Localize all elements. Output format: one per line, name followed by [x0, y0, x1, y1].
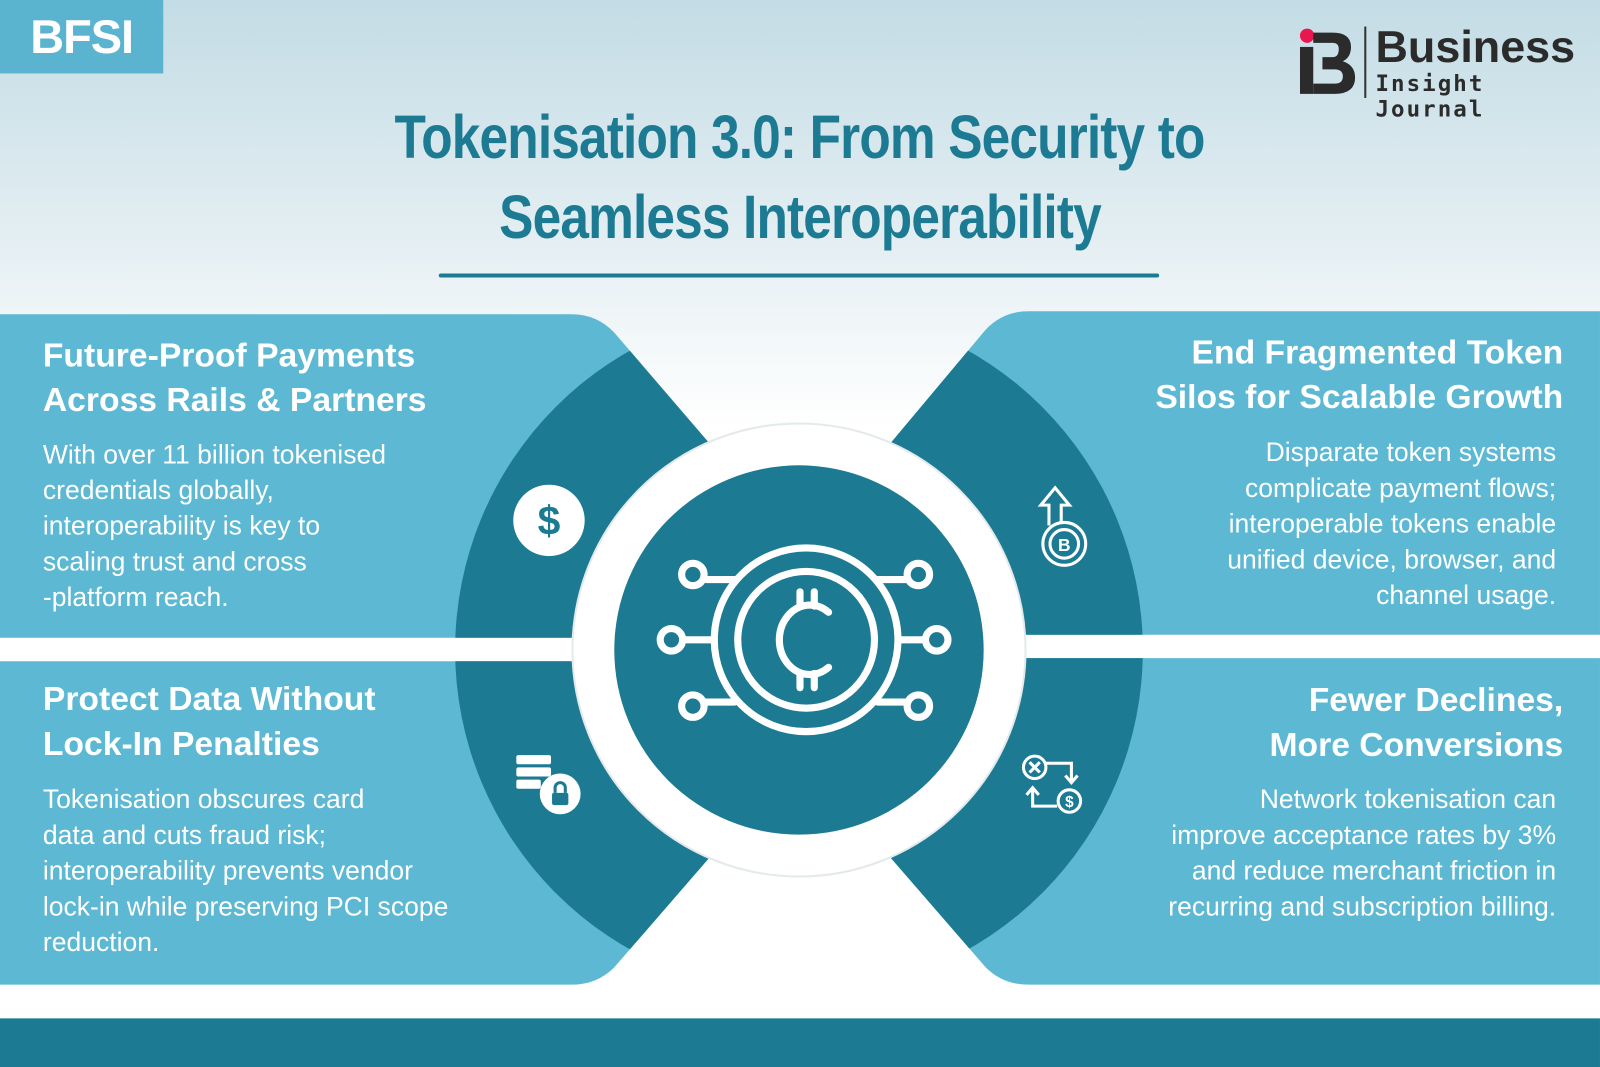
body-line: and reduce merchant friction in [1191, 855, 1557, 886]
bitcoin-growth-icon: B [1037, 485, 1088, 567]
database-lock-icon [516, 755, 581, 815]
logo-divider [1364, 26, 1367, 98]
footer-bar [0, 1018, 1600, 1067]
section-4-heading: Fewer Declines, More Conversions [1269, 678, 1563, 768]
body-line: data and cuts fraud risk; [42, 819, 327, 850]
heading-line: More Conversions [1269, 725, 1564, 764]
body-line: recurring and subscription billing. [1168, 890, 1557, 922]
body-line: Disparate token systems [1265, 436, 1557, 468]
heading-line: Silos for Scalable Growth [1155, 377, 1564, 416]
heading-line: Fewer Declines, [1308, 680, 1564, 719]
body-line: With over 11 billion tokenised [42, 438, 386, 470]
logo-mark [1299, 28, 1356, 94]
body-line: scaling trust and cross [42, 545, 307, 577]
body-line: improve acceptance rates by 3% [1171, 819, 1557, 850]
body-line: reduction. [42, 926, 160, 958]
body-line: interoperability prevents vendor [42, 855, 414, 886]
payment-exchange-icon: $ [1021, 754, 1083, 814]
body-line: credentials globally, [42, 474, 274, 506]
body-line: Tokenisation obscures card [42, 783, 365, 815]
body-line: complicate payment flows; [1244, 472, 1557, 504]
heading-line: Future-Proof Payments [42, 335, 416, 374]
heading-line: Lock-In Penalties [42, 724, 320, 763]
body-line: -platform reach. [42, 581, 229, 613]
section-2-heading: End Fragmented Token Silos for Scalable … [1155, 330, 1563, 420]
page-title: Tokenisation 3.0: From Security to Seaml… [0, 98, 1600, 257]
body-line: interoperable tokens enable [1228, 508, 1557, 539]
body-line: Network tokenisation can [1259, 783, 1557, 815]
section-4-body: Network tokenisation can improve accepta… [1168, 782, 1556, 925]
section-1-body: With over 11 billion tokenised credentia… [43, 437, 386, 616]
body-line: unified device, browser, and [1227, 543, 1557, 575]
body-line: lock-in while preserving PCI scope [42, 890, 449, 922]
crypto-token-icon [656, 544, 952, 736]
section-2-body: Disparate token systems complicate payme… [1227, 435, 1556, 614]
title-underline [438, 273, 1160, 278]
svg-text:B: B [1058, 535, 1071, 555]
body-line: channel usage. [1376, 579, 1557, 611]
svg-text:$: $ [538, 498, 561, 544]
title-line-2: Seamless Interoperability [499, 182, 1102, 252]
heading-line: Protect Data Without [42, 679, 376, 718]
logo-subtitle: Insight Journal [1375, 71, 1485, 123]
center-circle [614, 465, 984, 835]
logo-name: Business [1375, 22, 1576, 73]
body-line: interoperability is key to [42, 510, 321, 541]
heading-line: End Fragmented Token [1191, 332, 1564, 371]
dollar-coin-icon: $ [513, 484, 585, 557]
svg-text:$: $ [1065, 794, 1074, 811]
section-3-heading: Protect Data Without Lock-In Penalties [43, 677, 376, 767]
section-3-body: Tokenisation obscures card data and cuts… [43, 782, 448, 961]
section-1-heading: Future-Proof Payments Across Rails & Par… [43, 333, 427, 423]
category-tag: BFSI [0, 0, 164, 74]
title-line-1: Tokenisation 3.0: From Security to [394, 103, 1206, 172]
heading-line: Across Rails & Partners [42, 380, 427, 419]
